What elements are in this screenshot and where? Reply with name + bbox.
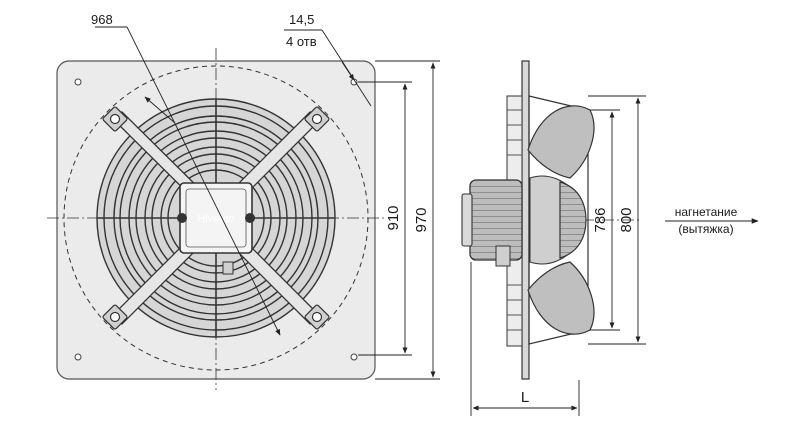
dim-hole-count-label: 4 отв <box>286 34 317 49</box>
dim-970 <box>375 60 440 380</box>
front-view: Hlvento 968 14,5 4 отв 910 970 <box>47 12 440 390</box>
dim-970-label: 970 <box>413 207 430 232</box>
dim-786-label: 786 <box>592 207 609 232</box>
airflow-label-line1: нагнетание <box>675 205 738 219</box>
fan-blade-upper <box>527 105 595 179</box>
dim-968-label: 968 <box>91 12 113 27</box>
dim-910-label: 910 <box>385 205 402 230</box>
mounting-holes <box>74 78 358 361</box>
side-plate <box>521 60 530 380</box>
dim-length <box>470 262 580 416</box>
fan-blade-lower <box>527 261 595 335</box>
dim-800 <box>588 95 646 345</box>
airflow-label-line2: (вытяжка) <box>678 222 733 236</box>
side-view: 786 800 L нагнетание (вытяжка) <box>461 60 759 416</box>
dim-hole-size-label: 14,5 <box>289 12 314 27</box>
brand-label: Hlvento <box>197 213 234 225</box>
dim-length-label: L <box>521 389 529 406</box>
dim-800-label: 800 <box>618 207 635 232</box>
dim-786 <box>590 109 620 331</box>
dim-910 <box>358 81 412 356</box>
